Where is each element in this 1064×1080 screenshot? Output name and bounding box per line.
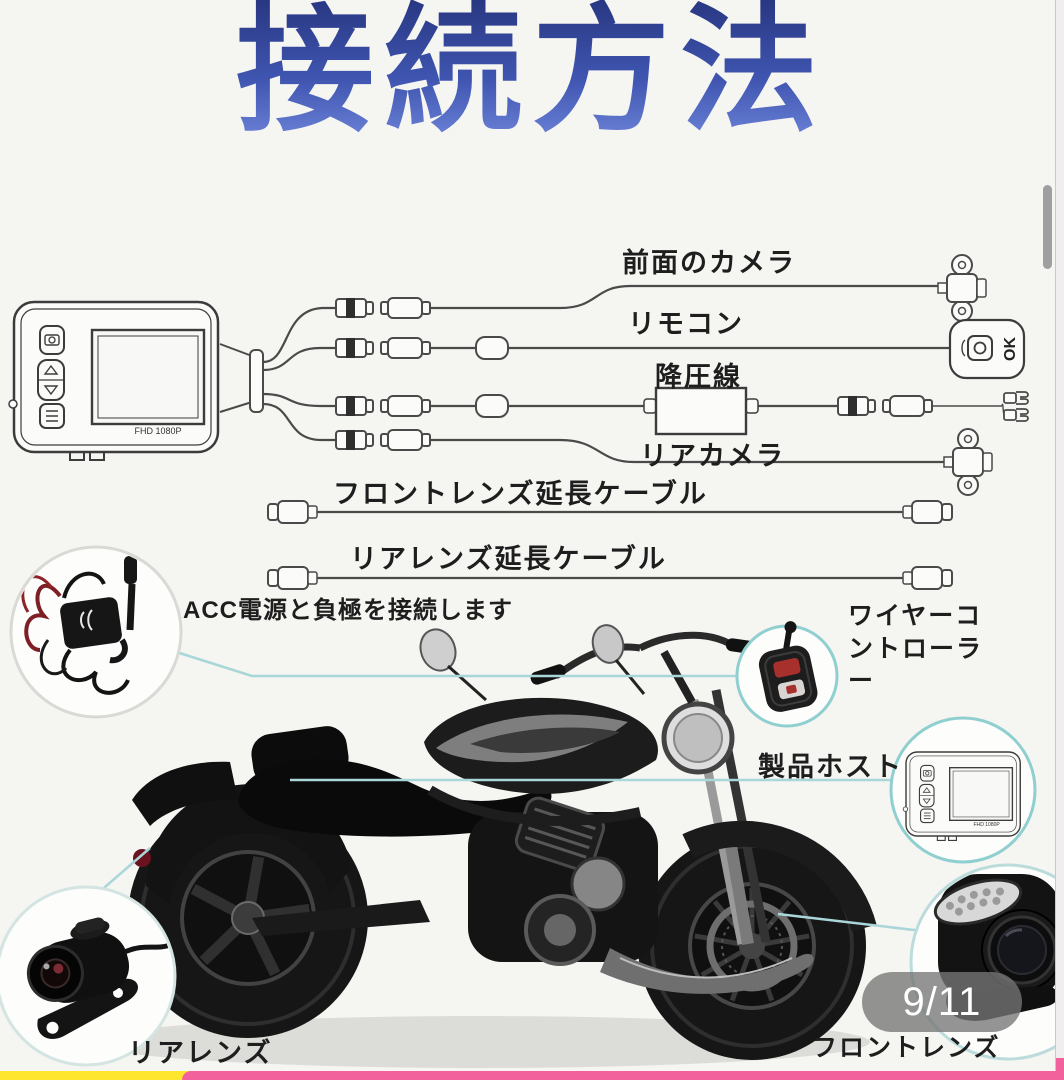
spade-terminal <box>1003 408 1029 422</box>
label-front-lens-extension: フロントレンズ延長ケーブル <box>333 479 708 509</box>
next-image-edge <box>1056 0 1064 1080</box>
image-boundary-line <box>1055 0 1056 1080</box>
bottom-banner-yellow <box>0 1071 200 1080</box>
label-front-lens: フロントレンズ <box>812 1034 1001 1062</box>
acc-adapter-callout <box>9 545 183 719</box>
cable-harness <box>262 284 1002 464</box>
rear-lens-callout <box>0 885 177 1067</box>
step-down-converter <box>643 386 759 436</box>
remote-control-drawing: OK <box>948 318 1026 380</box>
bottom-banner-pink <box>182 1071 1064 1080</box>
wire-controller-callout <box>735 621 839 728</box>
product-host-callout <box>889 716 1037 864</box>
label-rear-lens: リアレンズ <box>128 1038 273 1068</box>
spade-terminal <box>1003 391 1029 405</box>
label-step-down-wire: 降圧線 <box>655 362 742 392</box>
label-rear-camera: リアカメラ <box>640 441 785 471</box>
motorcycle-photo <box>90 624 877 1068</box>
next-image-edge-pink <box>1056 1058 1064 1080</box>
label-front-camera: 前面のカメラ <box>622 248 796 278</box>
label-acc-power: ACC電源と負極を接続します <box>183 597 513 624</box>
monitor-mount-bracket <box>219 343 264 413</box>
label-remote-control: リモコン <box>628 309 744 339</box>
front-camera-connector <box>937 254 987 322</box>
remote-ok-label: OK <box>1002 337 1019 361</box>
page-title: 接続方法 <box>0 0 1064 149</box>
label-product-host: 製品ホスト <box>758 752 903 782</box>
rear-camera-connector <box>943 428 993 496</box>
label-rear-lens-extension: リアレンズ延長ケーブル <box>350 544 667 574</box>
label-wire-controller: ワイヤーコントローラー <box>848 602 984 695</box>
page-counter-badge: 9/11 <box>862 972 1022 1032</box>
scroll-indicator[interactable] <box>1043 185 1052 269</box>
rear-lens-extension-cable <box>267 566 953 590</box>
front-lens-extension-cable <box>267 500 953 524</box>
